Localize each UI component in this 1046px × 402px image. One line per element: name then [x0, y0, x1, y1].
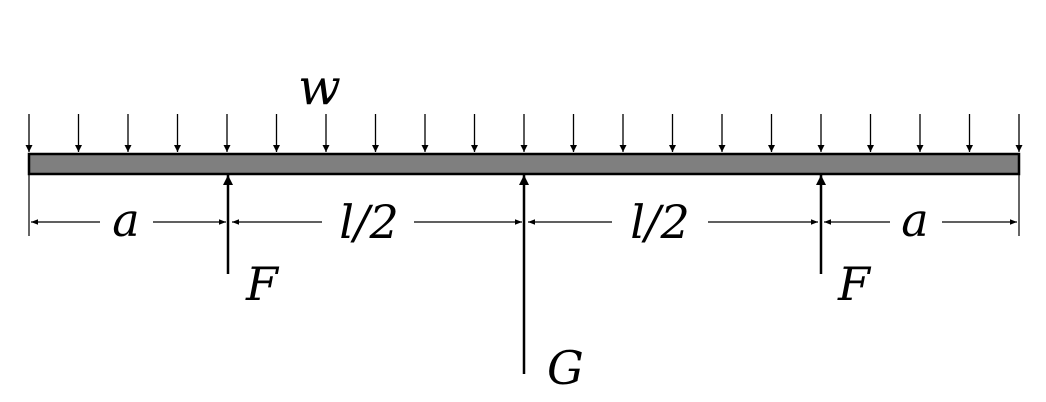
beam: [27, 152, 1021, 176]
dimension-label-a-left: a: [112, 193, 139, 247]
dimension-label-l2-left: l/2: [339, 195, 398, 249]
force-label-g: G: [547, 341, 584, 395]
distributed-load-arrows: [25, 114, 1023, 152]
load-label: w: [298, 58, 341, 116]
dimension-label-l2-right: l/2: [630, 195, 689, 249]
dimension-label-a-right: a: [901, 193, 928, 247]
force-label-f-left: F: [245, 257, 280, 311]
dimension-extension-lines: [28, 174, 1020, 236]
force-label-f-right: F: [837, 257, 872, 311]
